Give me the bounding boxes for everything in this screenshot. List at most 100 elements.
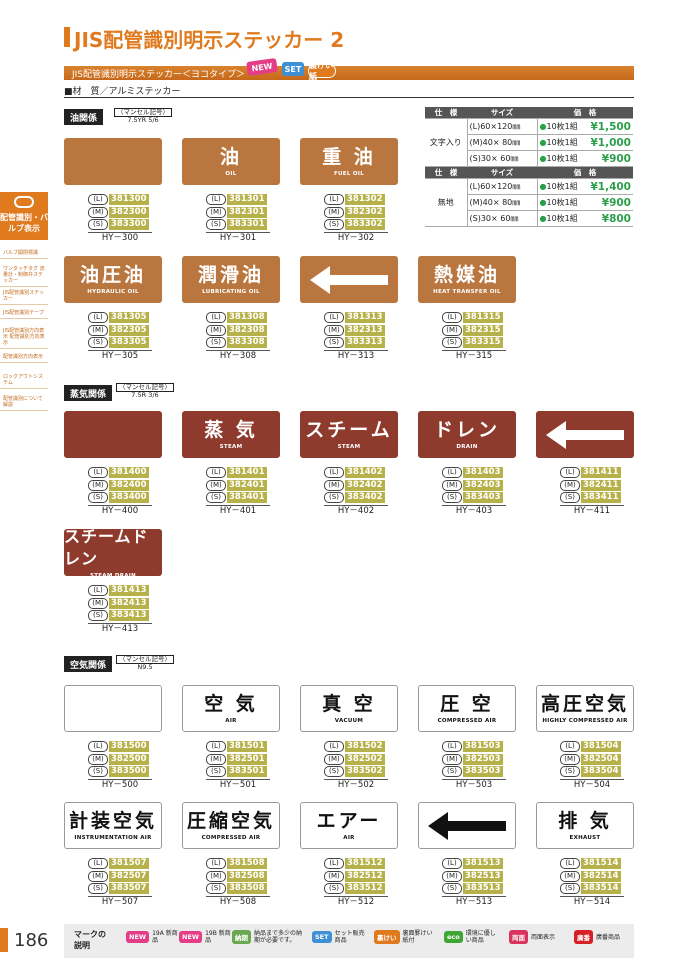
product-code: 383411 (581, 492, 621, 503)
model-number: HY－400 (88, 504, 152, 516)
size-cell: (S)30× 60㎜ (467, 210, 538, 227)
code-row: (L)381302 (324, 194, 394, 205)
size-label: (S) (560, 492, 580, 503)
model-number: HY－513 (442, 895, 506, 907)
munsell-value: 7.5YR 5/6 (127, 116, 159, 124)
set-icon: ● (539, 213, 547, 223)
size-label: (M) (442, 753, 462, 765)
product-code: 382502 (345, 753, 385, 765)
size-label: (S) (88, 766, 108, 777)
size-label: (L) (206, 467, 226, 478)
price: ¥1,400 (590, 180, 631, 193)
product-code: 381508 (227, 858, 267, 869)
product-code: 383403 (463, 492, 503, 503)
sticker-label: ドレン (433, 419, 500, 441)
size-label: (M) (206, 753, 226, 765)
product-code: 381315 (463, 312, 503, 323)
legend-text: 両面表示 (531, 933, 556, 941)
sidebar-item[interactable]: バルブ開閉標識 (0, 248, 48, 259)
product-code: 381400 (109, 467, 149, 478)
sticker-label: 排 気 (558, 810, 612, 832)
product-code: 381302 (345, 194, 385, 205)
sidebar-item[interactable]: ワンタッチタグ 流量計・制御弁ステッカー (0, 264, 48, 287)
legend-badge-icon: SET (312, 931, 332, 943)
size-label: (S) (206, 766, 226, 777)
model-number: HY－300 (88, 231, 152, 243)
legend-badge-icon: NEW (126, 931, 150, 943)
product-code: 383402 (345, 492, 385, 503)
code-row: (S)383507 (88, 883, 158, 894)
product-code: 383513 (463, 883, 503, 894)
sidebar-item[interactable]: 配管識別について解説 (0, 394, 48, 411)
size-label: (S) (88, 492, 108, 503)
legend-text: 19A 新商品 (152, 930, 178, 944)
legend-badge-icon: 裏けい (374, 930, 400, 944)
size-label: (S) (324, 219, 344, 230)
size-label: (L) (88, 741, 108, 752)
code-row: (S)383403 (442, 492, 512, 503)
product-code: 382514 (581, 870, 621, 882)
code-row: (S)383313 (324, 337, 394, 348)
size-cell: (L)60×120㎜ (467, 118, 538, 135)
code-row: (M)382513 (442, 870, 512, 882)
code-row: (L)381513 (442, 858, 512, 869)
code-row: (S)383508 (206, 883, 276, 894)
size-label: (L) (88, 194, 108, 205)
size-label: (M) (88, 479, 108, 491)
legend-item: 廣番廣番商品 (574, 930, 626, 944)
size-label: (L) (88, 312, 108, 323)
size-label: (L) (324, 467, 344, 478)
product-code: 382300 (109, 206, 149, 218)
model-number: HY－403 (442, 504, 506, 516)
product-code: 381502 (345, 741, 385, 752)
product-code: 382302 (345, 206, 385, 218)
sidebar-category-head[interactable]: 配管識別・バルブ表示 (0, 192, 48, 240)
product-code: 381313 (345, 312, 385, 323)
legend-badge-icon: 廣番 (574, 930, 593, 944)
sidebar-item[interactable]: JIS配管識別方向表示 配管識別方向表示 (0, 326, 48, 349)
size-label: (L) (560, 741, 580, 752)
code-row: (S)383411 (560, 492, 630, 503)
product-code: 381411 (581, 467, 621, 478)
divider (64, 97, 634, 98)
size-label: (S) (560, 766, 580, 777)
code-row: (M)382501 (206, 753, 276, 765)
code-row: (L)381514 (560, 858, 630, 869)
product-code: 381504 (581, 741, 621, 752)
sticker-sublabel: HIGHLY COMPRESSED AIR (542, 718, 628, 724)
product-code: 382508 (227, 870, 267, 882)
code-row: (L)381512 (324, 858, 394, 869)
product-code: 383302 (345, 219, 385, 230)
product-code: 383502 (345, 766, 385, 777)
subtitle-bar (64, 66, 634, 80)
sidebar-item[interactable]: JIS配管識別ステッカー (0, 288, 48, 305)
product-code: 382501 (227, 753, 267, 765)
sticker-label: 真 空 (322, 693, 376, 715)
price-table-header: 仕 様サイズ価 格 (425, 166, 633, 179)
price-cell: ●10枚1組¥1,400 (537, 178, 633, 195)
spec-cell: 無地 (425, 178, 468, 227)
sidebar-item[interactable]: ロックアウトシステム (0, 372, 48, 389)
munsell-oil: （マンセル記号） 7.5YR 5/6 (114, 108, 172, 124)
price-cell: ●10枚1組¥900 (537, 194, 633, 211)
sticker-label: 空 気 (204, 693, 258, 715)
product-code: 382315 (463, 324, 503, 336)
price-row: 無地(L)60×120㎜●10枚1組¥1,400 (425, 178, 633, 227)
sidebar-item[interactable]: 配管識別方向表示 (0, 352, 48, 363)
spec-cell: 文字入り (425, 118, 468, 167)
size-label: (S) (442, 883, 462, 894)
size-label: (M) (324, 479, 344, 491)
code-row: (S)383512 (324, 883, 394, 894)
code-row: (M)382512 (324, 870, 394, 882)
size-label: (M) (88, 597, 108, 609)
size-label: (L) (88, 858, 108, 869)
price-table-header: 仕 様サイズ価 格 (425, 107, 633, 119)
sidebar-item[interactable]: JIS配管識別テープ (0, 308, 48, 319)
size-label: (M) (442, 324, 462, 336)
